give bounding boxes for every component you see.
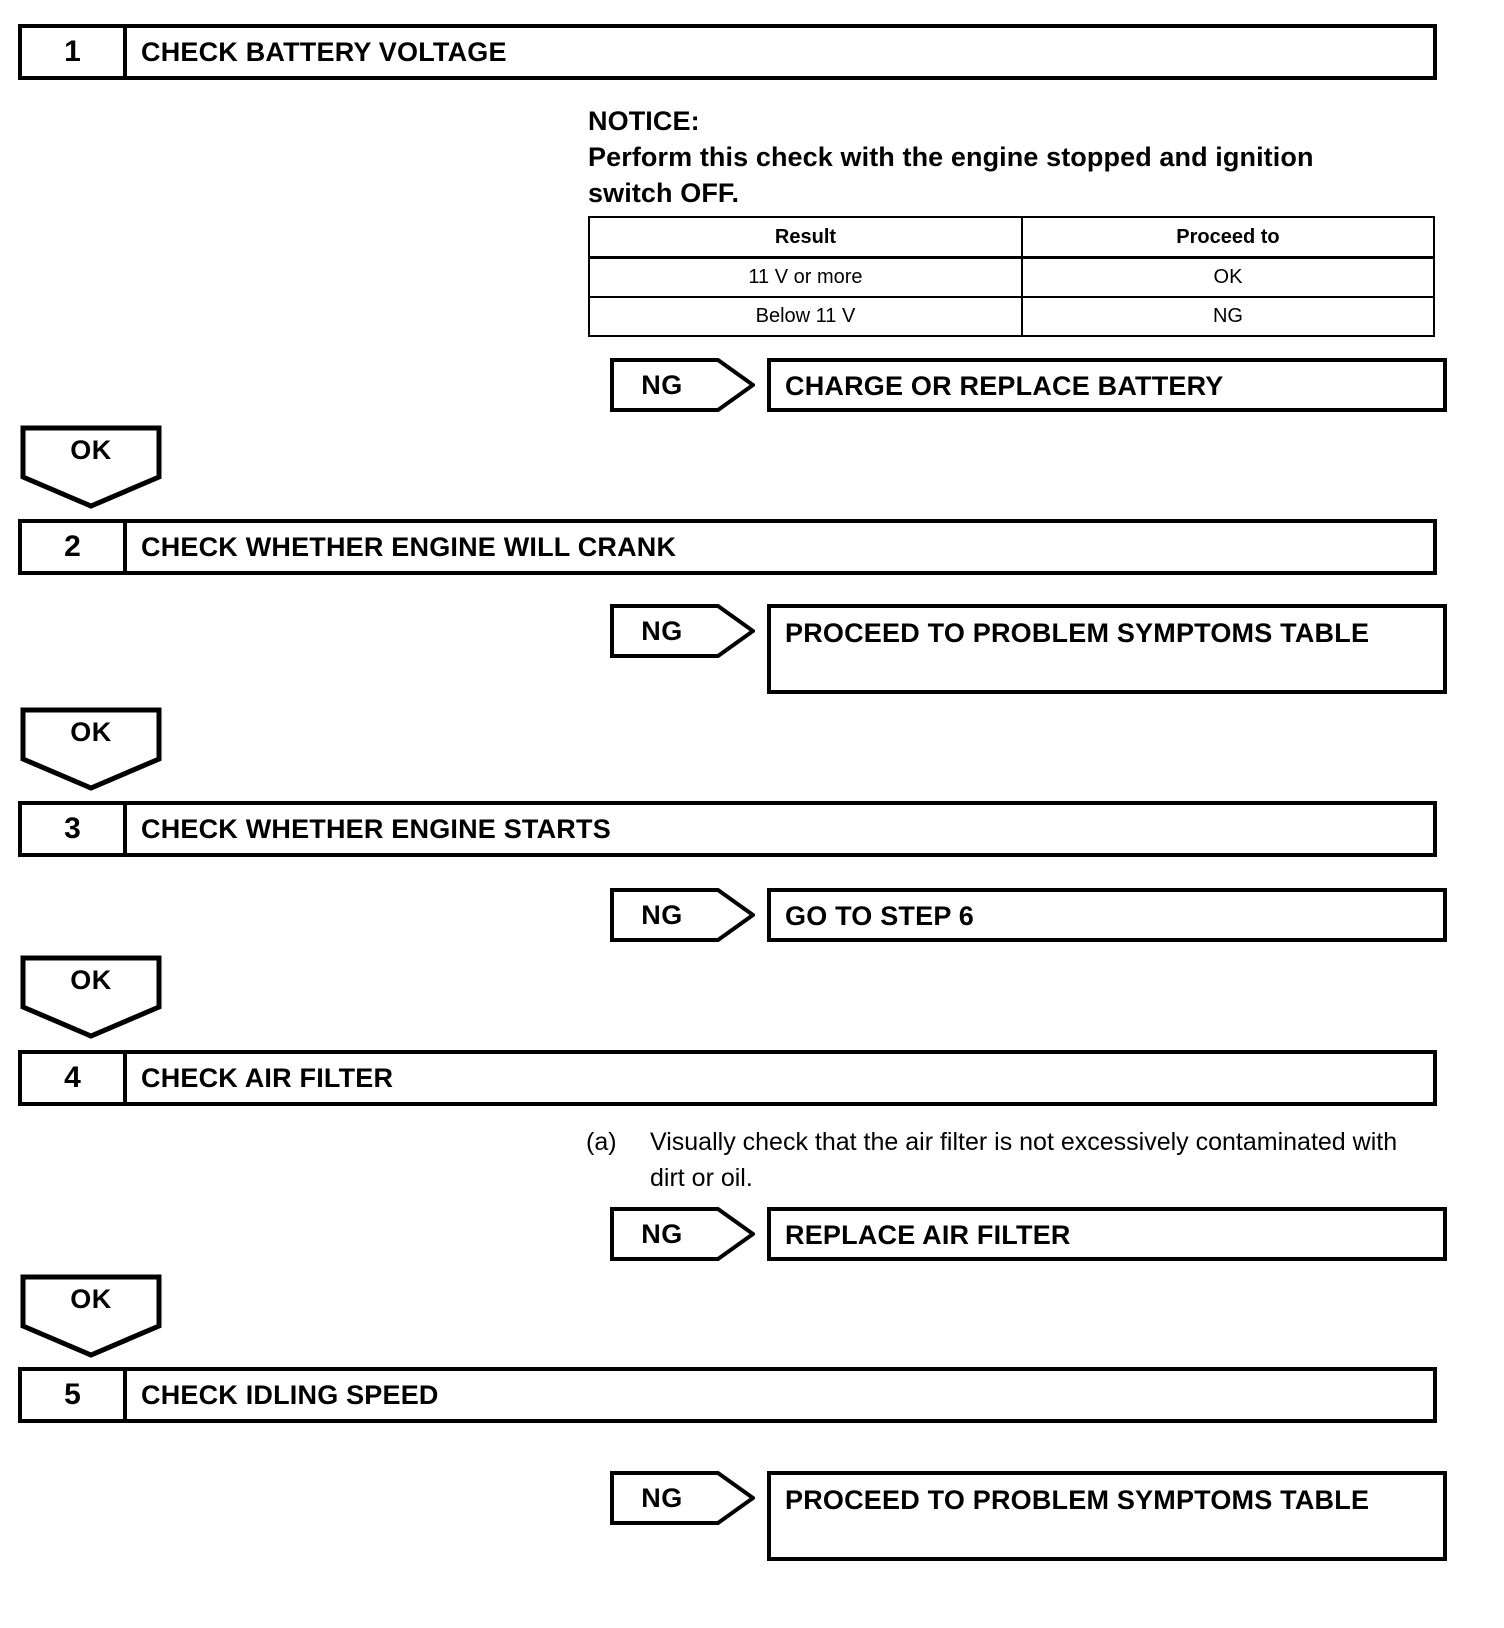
step-bar-3: 3 CHECK WHETHER ENGINE STARTS — [18, 801, 1437, 857]
table-cell-result: Below 11 V — [588, 296, 1023, 337]
step-title-2: CHECK WHETHER ENGINE WILL CRANK — [141, 531, 677, 562]
notice-heading-1: NOTICE: — [588, 106, 700, 136]
ok-label: OK — [70, 435, 112, 465]
procedure-marker-a: (a) — [586, 1128, 617, 1156]
table-header-proceed-to: Proceed to — [1020, 216, 1436, 259]
step-title-5: CHECK IDLING SPEED — [141, 1379, 439, 1410]
ng-arrow-pentagon-icon: NG — [610, 888, 755, 942]
ng-arrow-pentagon-icon: NG — [610, 1471, 755, 1525]
ok-label: OK — [70, 1284, 112, 1314]
ng-arrow-pentagon-icon: NG — [610, 604, 755, 658]
ng-label: NG — [641, 1483, 683, 1513]
ng-arrow-pentagon-icon: NG — [610, 358, 755, 412]
ng-action-box-4: REPLACE AIR FILTER — [767, 1207, 1447, 1261]
notice-block-1: NOTICE: Perform this check with the engi… — [588, 103, 1388, 211]
ok-label: OK — [70, 717, 112, 747]
step-number-1: 1 — [22, 28, 127, 76]
result-table-1: Result Proceed to 11 V or more OK Below … — [588, 216, 1436, 337]
table-header-result: Result — [588, 216, 1023, 259]
step-title-3: CHECK WHETHER ENGINE STARTS — [141, 813, 611, 844]
ng-action-box-3: GO TO STEP 6 — [767, 888, 1447, 942]
table-header-row: Result Proceed to — [588, 216, 1436, 259]
ng-label: NG — [641, 370, 683, 400]
table-cell-proceed: OK — [1020, 256, 1436, 298]
ng-label: NG — [641, 1219, 683, 1249]
step-number-5: 5 — [22, 1371, 127, 1419]
ok-arrow-pentagon-icon-1: OK — [20, 425, 162, 509]
ok-label: OK — [70, 965, 112, 995]
procedure-text-a: Visually check that the air filter is no… — [650, 1128, 1398, 1192]
ng-action-box-2: PROCEED TO PROBLEM SYMPTOMS TABLE — [767, 604, 1447, 694]
ng-arrow-pentagon-icon: NG — [610, 1207, 755, 1261]
ok-arrow-pentagon-icon-4: OK — [20, 1274, 162, 1358]
step-bar-1: 1 CHECK BATTERY VOLTAGE — [18, 24, 1437, 80]
table-cell-proceed: NG — [1020, 296, 1436, 337]
step-title-1: CHECK BATTERY VOLTAGE — [141, 36, 507, 67]
table-cell-result: 11 V or more — [588, 256, 1023, 298]
ng-action-box-1: CHARGE OR REPLACE BATTERY — [767, 358, 1447, 412]
ng-label: NG — [641, 900, 683, 930]
ok-arrow-pentagon-icon-3: OK — [20, 955, 162, 1039]
step-bar-4: 4 CHECK AIR FILTER — [18, 1050, 1437, 1106]
table-row: Below 11 V NG — [588, 296, 1436, 337]
notice-text-1: Perform this check with the engine stopp… — [588, 142, 1314, 208]
step-bar-5: 5 CHECK IDLING SPEED — [18, 1367, 1437, 1423]
ng-label: NG — [641, 616, 683, 646]
procedure-block-4: (a) Visually check that the air filter i… — [586, 1124, 1406, 1196]
step-number-4: 4 — [22, 1054, 127, 1102]
step-number-2: 2 — [22, 523, 127, 571]
step-number-3: 3 — [22, 805, 127, 853]
step-title-4: CHECK AIR FILTER — [141, 1062, 394, 1093]
ng-action-box-5: PROCEED TO PROBLEM SYMPTOMS TABLE — [767, 1471, 1447, 1561]
ok-arrow-pentagon-icon-2: OK — [20, 707, 162, 791]
table-row: 11 V or more OK — [588, 256, 1436, 298]
step-bar-2: 2 CHECK WHETHER ENGINE WILL CRANK — [18, 519, 1437, 575]
